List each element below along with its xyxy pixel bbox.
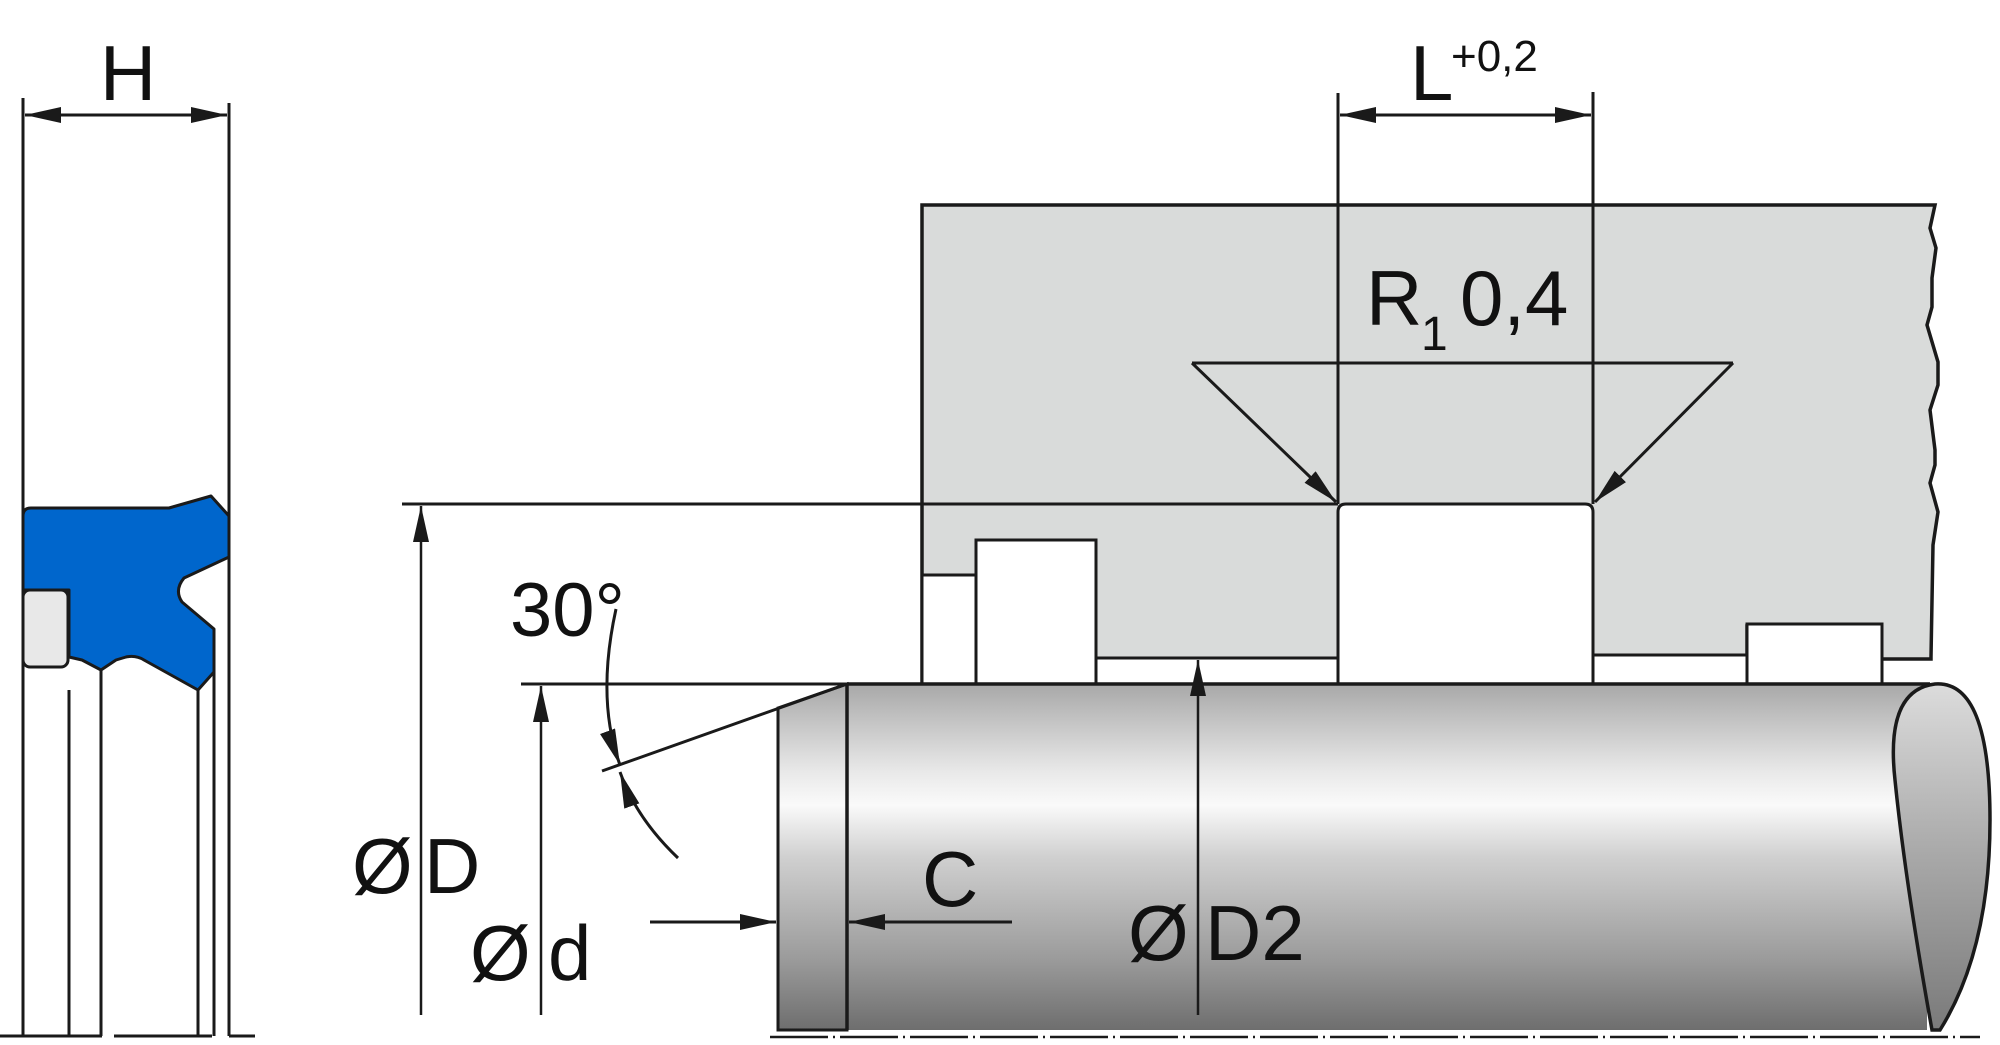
backup-ring <box>21 588 70 669</box>
label-diameter-symbol: Ø <box>1128 889 1189 977</box>
radius-callout: R 1 0,4 <box>1190 254 1735 504</box>
angle-arc-bottom <box>618 771 680 860</box>
d-inner-dimension: Ø d <box>470 682 847 1015</box>
d2-dimension: Ø D2 <box>1128 660 1305 1015</box>
gap-clearance <box>1094 656 1340 686</box>
seal-profile <box>21 494 231 692</box>
d-outer-dimension: Ø D <box>352 502 1338 1015</box>
label-r: R <box>1366 254 1422 342</box>
label-l-tolerance: +0,2 <box>1451 32 1538 81</box>
label-diameter-symbol: Ø <box>352 822 413 910</box>
rod <box>770 681 1992 1039</box>
l-dimension: L +0,2 <box>1336 29 1595 504</box>
label-diameter-symbol: Ø <box>470 909 531 997</box>
radius-leader-left <box>1190 361 1338 504</box>
rod-body <box>847 684 1927 1030</box>
radius-leader-right <box>1593 361 1735 504</box>
label-r-subscript: 1 <box>1421 308 1448 361</box>
angle-arc-top <box>600 608 622 766</box>
rod-end-face <box>1891 682 1992 1032</box>
label-c: C <box>922 835 978 923</box>
chamfer-angle: 30° <box>510 568 848 860</box>
c-dimension: C <box>650 835 1012 930</box>
gap-clearance-right <box>1591 653 1749 686</box>
groove-wiper <box>974 538 1098 686</box>
label-r-value: 0,4 <box>1460 254 1568 342</box>
label-d2: D2 <box>1205 889 1305 977</box>
label-d-outer: D <box>424 822 480 910</box>
groove-left-step <box>920 573 978 686</box>
groove-guide <box>1745 622 1884 686</box>
chamfer-extension-line <box>601 682 848 773</box>
label-l: L <box>1410 29 1453 117</box>
label-angle: 30° <box>510 568 625 653</box>
label-d-inner-letter: d <box>548 909 591 997</box>
seal-cross-section: H <box>0 29 255 1038</box>
seal-groove <box>1336 502 1595 686</box>
rod-chamfer <box>776 681 849 1032</box>
label-h: H <box>100 29 156 117</box>
